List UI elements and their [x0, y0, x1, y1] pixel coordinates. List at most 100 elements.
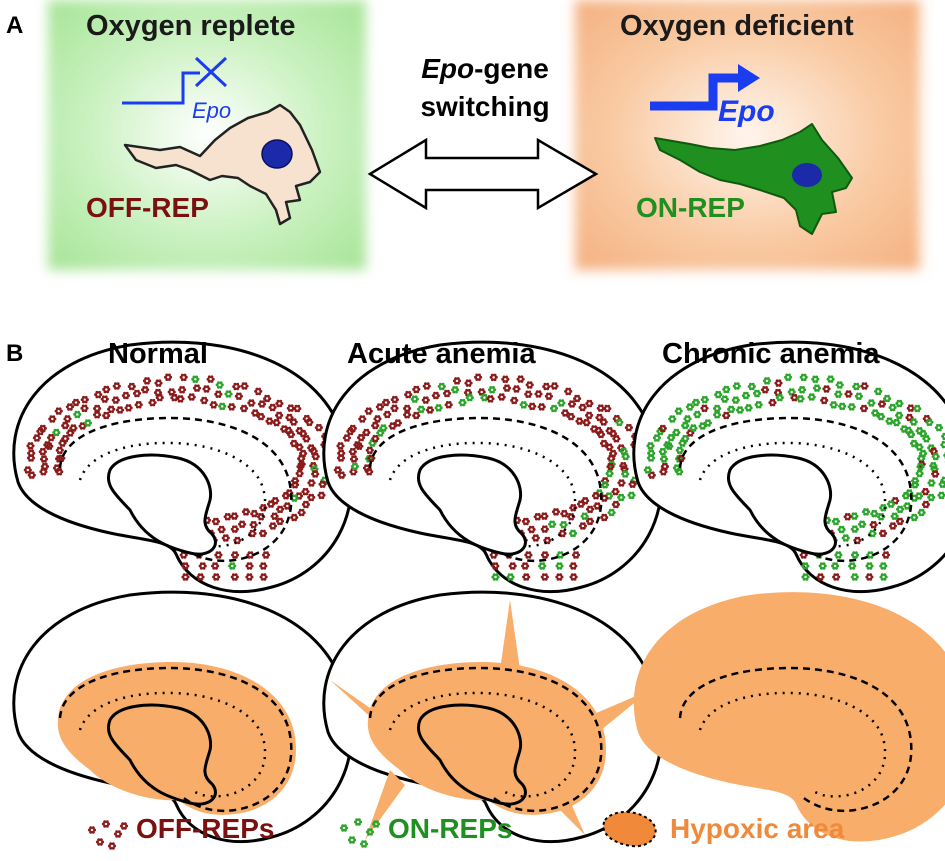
off-rep-dot [390, 404, 399, 413]
off-rep-dot [289, 418, 298, 426]
off-rep-dot [357, 433, 366, 442]
off-rep-dot [375, 403, 384, 411]
off-rep-dot [540, 512, 549, 520]
off-rep-dot [521, 517, 530, 526]
off-rep-dot [115, 406, 125, 414]
epo-on-gene-label: Epo [718, 95, 775, 128]
off-rep-dot [47, 433, 56, 442]
off-rep-dot [259, 573, 268, 581]
off-rep-dot [256, 412, 266, 421]
off-rep-dot [404, 390, 413, 399]
off-rep-dot [198, 562, 207, 570]
on-rep-dot [465, 393, 474, 402]
off-rep-dot [582, 418, 591, 427]
off-rep-dot [603, 404, 612, 413]
off-rep-dot [206, 375, 215, 383]
on-rep-dot [667, 433, 676, 442]
off-rep-dot [301, 500, 310, 509]
off-rep-dot [617, 479, 626, 487]
on-rep-dot [915, 469, 924, 478]
off-rep-dot [275, 411, 284, 420]
off-rep-dot [832, 573, 841, 581]
on-rep-dot [720, 395, 729, 403]
on-rep-dot [379, 424, 388, 432]
on-rep-dot [658, 447, 667, 456]
off-rep-dot [179, 373, 188, 382]
on-rep-dot [693, 410, 702, 419]
off-rep-dot [132, 389, 142, 398]
off-rep-dot [307, 493, 316, 502]
off-rep-dot [268, 403, 277, 412]
on-rep-dot [934, 423, 943, 432]
legend-dot [347, 836, 357, 844]
epo-on-promoter-icon [650, 64, 760, 111]
off-rep-dot [573, 394, 582, 403]
off-rep-dot [585, 517, 595, 526]
off-rep-dot [232, 382, 241, 391]
on-rep-dot [848, 562, 857, 570]
off-rep-dot [516, 375, 525, 383]
on-rep-dot [850, 573, 859, 581]
off-rep-dot [921, 500, 930, 509]
off-rep-dot [302, 435, 311, 443]
off-rep-dot [452, 377, 462, 385]
off-rep-dot [221, 534, 230, 542]
off-rep-dot [540, 525, 549, 533]
on-rep-dot [607, 508, 616, 517]
on-rep-dot [627, 491, 636, 500]
off-rep-dot [544, 392, 553, 400]
off-rep-dot [497, 393, 506, 401]
off-rep-dot [94, 390, 103, 399]
on-rep-dot [83, 419, 92, 427]
on-rep-dot [675, 446, 684, 455]
on-rep-dot [910, 481, 920, 489]
off-rep-dot [390, 395, 399, 404]
off-rep-dot [289, 439, 299, 448]
off-rep-dot [40, 462, 49, 471]
off-rep-dot [336, 442, 345, 450]
off-rep-dot [444, 401, 453, 409]
legend-on-reps: ON-REPs [388, 813, 513, 844]
on-rep-dot [663, 441, 672, 449]
off-rep-dot [102, 385, 111, 394]
on-rep-dot [937, 491, 945, 500]
off-rep-dot [259, 562, 268, 570]
off-rep-dot [290, 481, 300, 489]
on-rep-dot [643, 466, 652, 474]
rep-dots [643, 373, 945, 581]
off-rep-dot [822, 385, 831, 393]
on-rep-dot [896, 505, 905, 514]
on-rep-dot [747, 382, 756, 391]
off-rep-dot [591, 492, 601, 500]
on-rep-dot [762, 377, 772, 385]
on-rep-dot [874, 387, 883, 396]
off-rep-dot [234, 392, 243, 400]
off-rep-dot [865, 573, 874, 581]
off-rep-dot [594, 426, 603, 435]
off-rep-dot [774, 379, 783, 387]
off-rep-dot [533, 513, 542, 521]
legend-dot [101, 820, 111, 828]
off-rep-dot [121, 391, 130, 400]
off-rep-dot [578, 403, 587, 412]
off-rep-dot [569, 573, 578, 581]
off-rep-dot [295, 469, 304, 478]
off-rep-dot [569, 562, 578, 570]
on-rep-cell-icon [654, 123, 853, 235]
off-rep-dot [93, 404, 102, 413]
off-rep-dot [348, 447, 357, 456]
off-rep-dot [881, 551, 891, 559]
off-rep-dot [576, 500, 586, 508]
off-rep-dot [196, 573, 205, 581]
off-rep-dot [599, 439, 609, 448]
off-rep-dot [844, 390, 853, 398]
on-rep-dot [659, 455, 669, 463]
off-rep-dot [534, 390, 543, 398]
off-rep-dot [290, 513, 299, 522]
off-rep-dot [929, 447, 938, 455]
on-rep-dot [831, 562, 840, 570]
off-rep-dot [43, 441, 52, 449]
off-rep-dot [412, 385, 421, 394]
on-rep-dot [519, 401, 528, 409]
on-rep-dot [850, 525, 859, 533]
